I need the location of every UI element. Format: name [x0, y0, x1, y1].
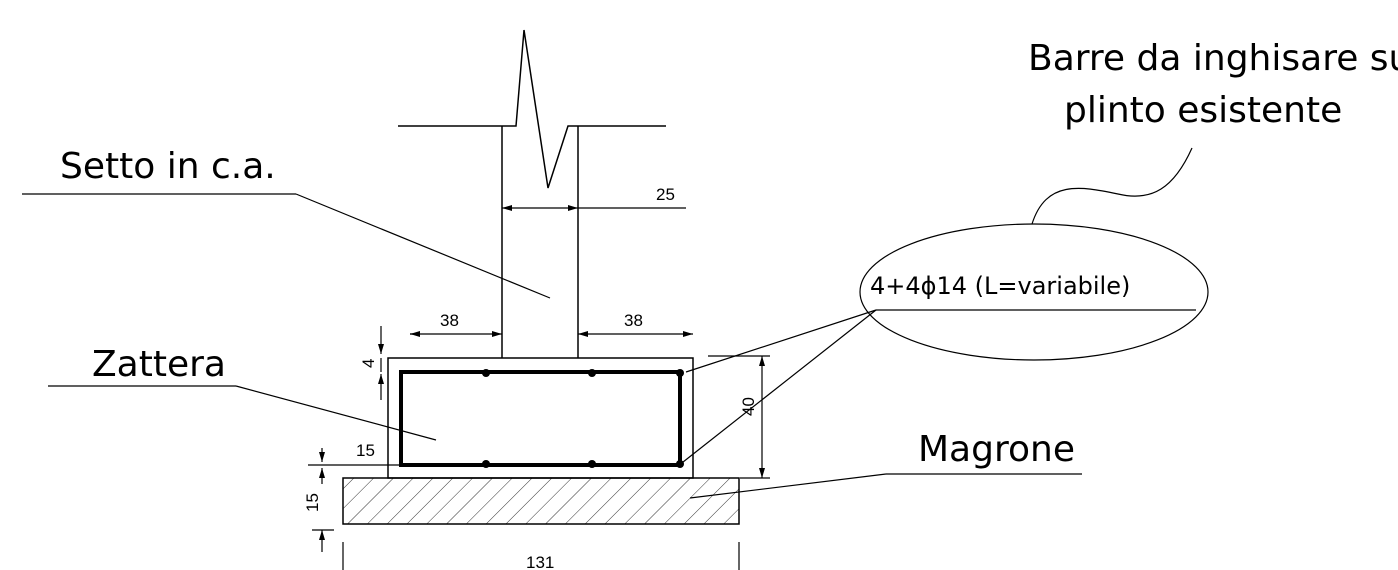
- rebar-dot: [482, 460, 490, 468]
- rebar-dot: [676, 369, 684, 377]
- dim-text-38-left: 38: [440, 311, 459, 330]
- label-zattera: Zattera: [48, 344, 437, 441]
- rebar-dot: [482, 369, 490, 377]
- lean-concrete-magrone: [342, 477, 740, 525]
- label-setto-text: Setto in c.a.: [60, 146, 276, 187]
- dim-left-overhang: 38: [410, 311, 502, 337]
- label-setto: Setto in c.a.: [22, 146, 551, 299]
- dim-cover: 4: [359, 326, 384, 400]
- dim-text-15-offset: 15: [356, 441, 375, 460]
- dim-text-131: 131: [526, 553, 554, 570]
- dim-text-40: 40: [739, 397, 758, 416]
- label-barre-line1: Barre da inghisare sul: [1028, 38, 1398, 79]
- leader-barre: [1031, 147, 1193, 225]
- raft-zattera: [387, 357, 694, 479]
- label-barre: Barre da inghisare sul plinto esistente: [1028, 38, 1398, 225]
- dim-wall-thickness: 25: [502, 185, 686, 211]
- dim-right-overhang: 38: [578, 311, 693, 337]
- label-barre-line2: plinto esistente: [1064, 90, 1342, 131]
- label-zattera-text: Zattera: [92, 344, 226, 385]
- reinforcement-text: 4+4ϕ14 (L=variabile): [870, 272, 1130, 300]
- dim-total-width: 131: [342, 542, 740, 570]
- dim-lean-concrete: 15: [303, 493, 334, 552]
- dim-bottom-offset: 15: [308, 441, 400, 484]
- label-magrone: Magrone: [689, 429, 1082, 499]
- rebar-dot: [588, 369, 596, 377]
- dim-text-38-right: 38: [624, 311, 643, 330]
- rebar-dot: [588, 460, 596, 468]
- label-magrone-text: Magrone: [918, 429, 1075, 470]
- callout-reinforcement: 4+4ϕ14 (L=variabile): [677, 223, 1209, 467]
- dim-text-4: 4: [359, 359, 378, 368]
- dim-text-25: 25: [656, 185, 675, 204]
- wall-setto: [398, 29, 666, 358]
- dim-raft-height: 40: [708, 355, 770, 479]
- dim-text-15-magrone: 15: [303, 493, 322, 512]
